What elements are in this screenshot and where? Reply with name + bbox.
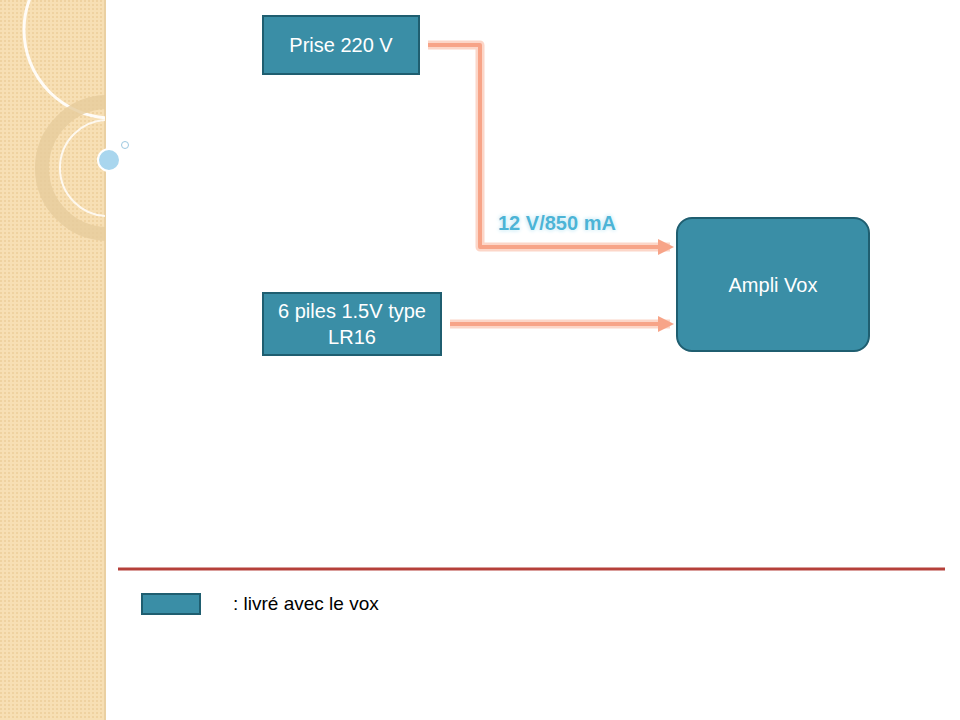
process-box: Ampli Vox [676, 217, 870, 352]
edge-label: 12 V/850 mA [496, 212, 618, 235]
box-label: Ampli Vox [729, 272, 818, 298]
process-box: 6 piles 1.5V type LR16 [262, 292, 442, 356]
legend-text: : livré avec le vox [233, 593, 379, 615]
process-box: Prise 220 V [262, 15, 420, 75]
legend-swatch [141, 593, 201, 615]
deco-ring [42, 102, 105, 234]
deco-bubble [98, 149, 120, 171]
box-label: Prise 220 V [289, 32, 392, 58]
legend-row: : livré avec le vox [141, 593, 379, 615]
arrow-glow [450, 320, 670, 329]
deco-bubble [122, 142, 129, 149]
separator-line [118, 568, 945, 571]
arrow-line [450, 322, 670, 326]
box-label: 6 piles 1.5V type LR16 [274, 298, 430, 350]
deco-ring [60, 120, 105, 216]
power-arrow [428, 45, 670, 247]
arrow-line [428, 45, 670, 247]
arrow-glow [428, 45, 670, 247]
power-arrow [450, 324, 670, 325]
